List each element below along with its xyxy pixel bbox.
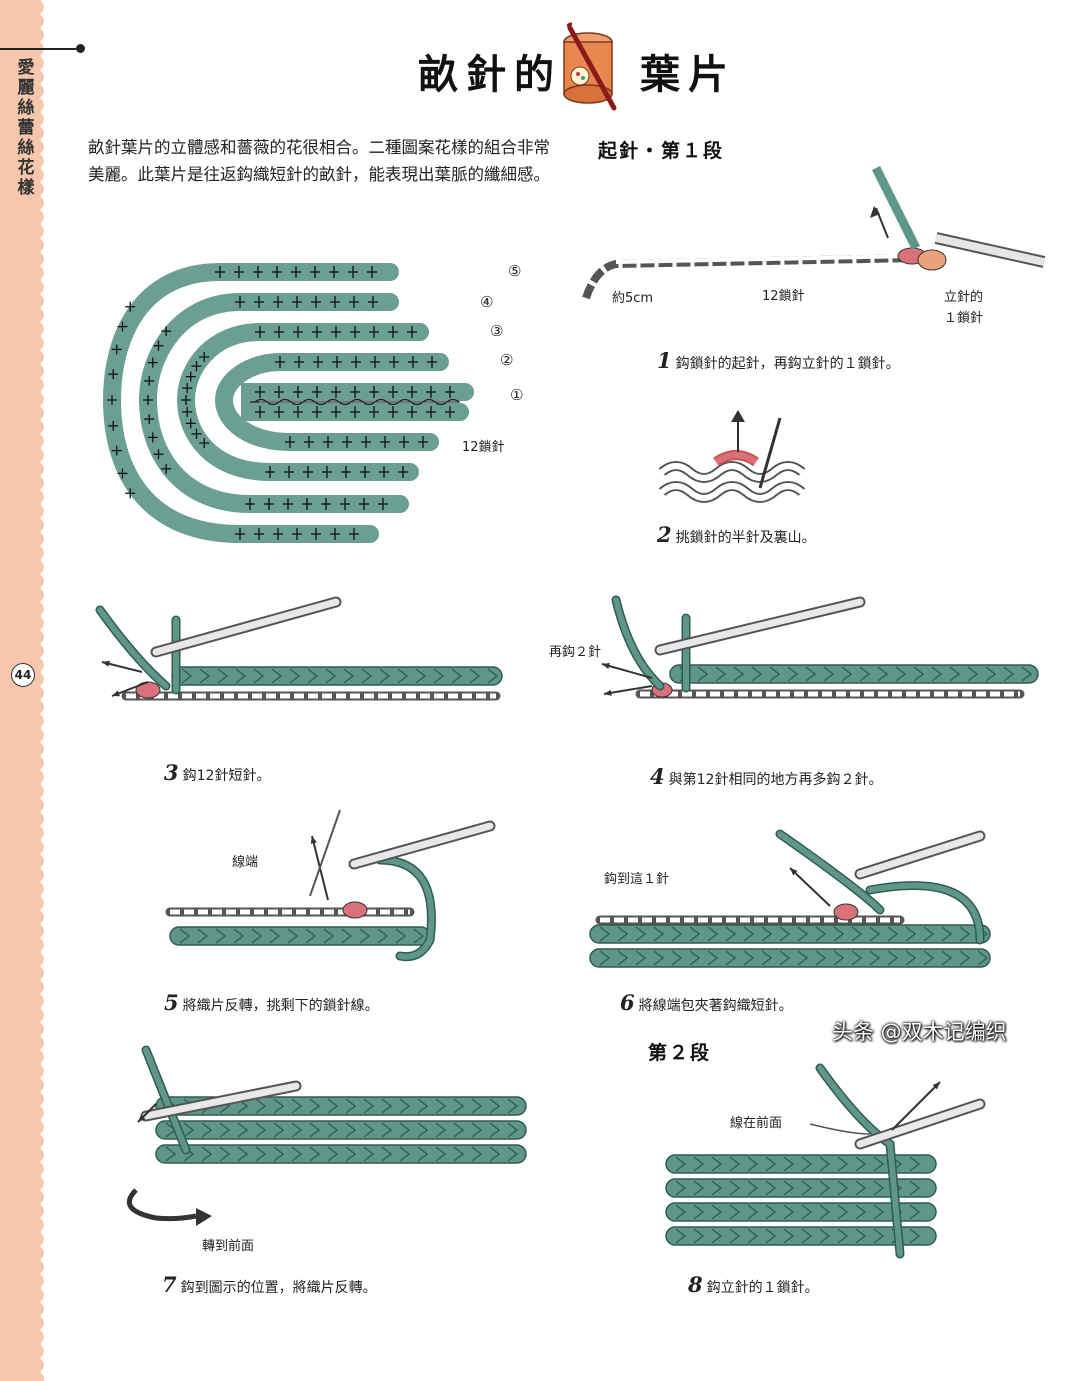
sidebar-title: 愛麗絲蕾絲花樣	[17, 58, 35, 198]
step7-illustration	[126, 1045, 527, 1226]
chart-chain-label: 12鎖針	[462, 439, 505, 455]
row-marker-4: ④	[480, 293, 493, 311]
step1-chain-label: 12鎖針	[762, 288, 805, 304]
step8-label: 線在前面	[730, 1116, 783, 1131]
row-marker-2: ②	[500, 351, 513, 369]
row-marker-3: ③	[490, 322, 503, 340]
sidebar-band	[0, 0, 46, 1381]
step4-illustration	[601, 595, 1039, 699]
step6-label: 鈎到這１針	[604, 872, 670, 887]
step1-turning-label-1: 立針的	[944, 289, 983, 305]
step3-illustration	[95, 596, 503, 701]
hook-and-thread-icon	[563, 22, 617, 111]
step8-illustration	[665, 1063, 986, 1259]
intro-paragraph: 畝針葉片的立體感和薔薇的花很相合。二種圖案花樣的組合非常美麗。此葉片是往返鈎織短…	[88, 138, 550, 184]
watermark: 头条 @双木记编织	[832, 1020, 1007, 1044]
step1-illustration: 約5cm 12鎖針 立針的 １鎖針	[582, 165, 1046, 326]
step5-illustration	[165, 809, 496, 962]
step6-illustration	[589, 829, 991, 968]
page-title-left: 畝針的	[418, 51, 562, 98]
leaf-stitch-chart: ⑤ ④ ③ ② ① 12鎖針	[102, 262, 523, 543]
step5-label: 線端	[232, 855, 259, 870]
step2-illustration	[658, 410, 806, 503]
step7-label: 轉到前面	[202, 1239, 255, 1254]
section-title-row1: 起針・第１段	[598, 140, 725, 162]
section-title-row2: 第２段	[648, 1042, 712, 1064]
page-title-right: 葉片	[640, 51, 736, 98]
step4-label: 再鈎２針	[549, 645, 602, 660]
step1-turning-label-2: １鎖針	[944, 310, 983, 326]
step1-tail-label: 約5cm	[612, 291, 653, 306]
row-marker-1: ①	[510, 386, 523, 404]
header-rule-dot	[76, 44, 85, 53]
page-number: 44	[11, 663, 35, 687]
sidebar-scallop-edge	[40, 0, 50, 1381]
header-rule	[0, 48, 80, 50]
row-marker-5: ⑤	[508, 262, 521, 280]
